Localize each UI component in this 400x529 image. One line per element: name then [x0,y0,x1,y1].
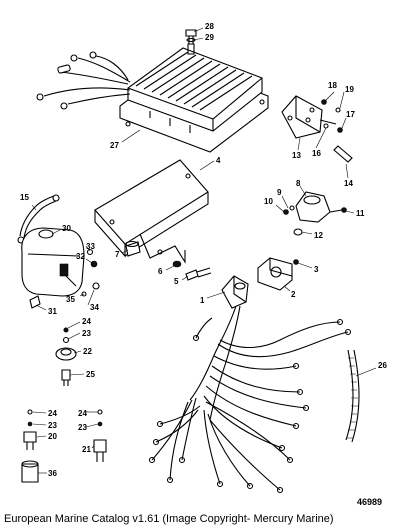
bushing-drawing [125,240,141,257]
callout-28: 28 [205,22,214,31]
callout-23: 23 [82,329,91,338]
temperature-sender-drawing [21,409,39,483]
callout-13: 13 [292,151,301,160]
callout-31: 31 [48,307,57,316]
reservoir-hardware-drawing [29,248,100,309]
callout-36: 36 [48,469,57,478]
small-screws-drawing [321,99,343,133]
callout-21: 21 [82,445,91,454]
callout-33: 33 [86,242,95,251]
callout-26: 26 [378,361,387,370]
callout-18: 18 [328,81,337,90]
callout-34: 34 [90,303,99,312]
callout-12: 12 [314,231,323,240]
callout-19: 19 [345,85,354,94]
fuel-line-drawing [17,194,60,244]
wire-harness-drawing [148,305,352,494]
callout-14: 14 [344,179,353,188]
callout-35: 35 [66,295,75,304]
harness-connector-drawing [221,275,249,309]
leader-lines [31,27,377,474]
oil-reservoir-drawing [21,227,85,297]
screw-and-washer-drawing [185,29,197,44]
oil-pressure-switch-drawing [93,409,107,462]
callout-15: 15 [20,193,29,202]
callout-27: 27 [110,141,119,150]
callout-24c: 24 [78,409,87,418]
callout-17: 17 [346,110,355,119]
callout-3: 3 [314,265,319,274]
convoluted-tubing-drawing [345,349,360,443]
power-pack-drawing [119,43,269,153]
callout-24: 24 [82,317,91,326]
callout-23b: 23 [48,421,57,430]
bolt-drawing [172,260,212,281]
callout-11: 11 [356,209,365,218]
callout-2: 2 [291,290,296,299]
rectifier-drawing [281,95,353,163]
callout-labels: 1 2 3 4 5 6 7 8 9 10 11 12 13 14 15 16 1… [20,22,387,478]
callout-24b: 24 [48,409,57,418]
callout-4: 4 [216,156,221,165]
switch-assembly-drawing [55,327,77,386]
power-pack-wires [36,51,131,110]
callout-7: 7 [115,250,120,259]
callout-30: 30 [62,224,71,233]
callout-25: 25 [86,370,95,379]
image-caption: European Marine Catalog v1.61 (Image Cop… [4,513,334,525]
callout-9: 9 [277,188,282,197]
figure-number: 46989 [356,497,382,507]
callout-10: 10 [264,197,273,206]
callout-32: 32 [76,252,85,261]
callout-29: 29 [205,33,214,42]
clamp-drawing [257,257,299,291]
callout-23c: 23 [78,423,87,432]
callout-22: 22 [83,347,92,356]
bracket-plate-drawing [94,159,209,264]
callout-8: 8 [296,179,301,188]
callout-5: 5 [174,277,179,286]
starter-solenoid-drawing [283,191,347,236]
callout-20: 20 [48,432,57,441]
callout-6: 6 [158,267,163,276]
callout-1: 1 [200,296,205,305]
callout-16: 16 [312,149,321,158]
